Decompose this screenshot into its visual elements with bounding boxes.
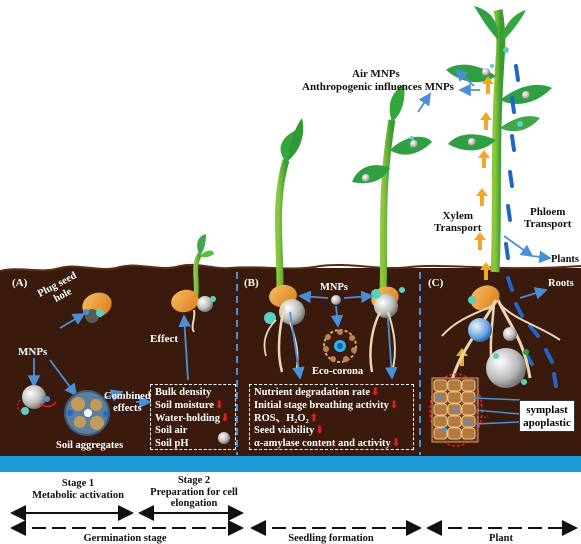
stage1-label: Stage 1 Metabolic activation bbox=[18, 478, 138, 501]
effect-item: ROS、H₂O₂⬆ bbox=[254, 413, 409, 426]
germination-stage-label: Germination stage bbox=[60, 533, 190, 544]
panel-a-effects-box: Bulk density Soil moisture⬇ Water-holdin… bbox=[150, 384, 236, 450]
effect-item: Initial stage breathing activity⬇ bbox=[254, 400, 409, 413]
seedling-formation-label: Seedling formation bbox=[266, 533, 396, 544]
water-layer bbox=[0, 456, 581, 472]
effect-label: Effect bbox=[150, 333, 178, 345]
effect-item: Soil air bbox=[155, 425, 231, 438]
panel-b-label: (B) bbox=[244, 277, 259, 289]
effect-item: Soil moisture⬇ bbox=[155, 400, 231, 413]
eco-corona-label: Eco-corona bbox=[312, 366, 363, 378]
effect-item: Nutrient degradation rate⬇ bbox=[254, 387, 409, 400]
phloem-transport-label: Phloem Transport bbox=[524, 206, 571, 230]
effect-item: Soil pH bbox=[155, 438, 231, 451]
combined-effects-label: Combined effects bbox=[104, 391, 151, 414]
symplast-apoplastic-label: symplast apoplastic bbox=[519, 400, 575, 432]
stage2-label: Stage 2 Preparation for cell elongation bbox=[134, 475, 254, 510]
anthropogenic-label: Anthropogenic influences MNPs bbox=[302, 81, 454, 93]
roots-label: Roots bbox=[548, 278, 574, 290]
effect-item: Water-holding⬇ bbox=[155, 413, 231, 426]
panel-a-mnps-label: MNPs bbox=[18, 346, 47, 358]
effect-item: Bulk density bbox=[155, 387, 231, 400]
xylem-transport-label: Xylem Transport bbox=[434, 210, 481, 234]
panel-a-label: (A) bbox=[12, 277, 27, 289]
air-mnps-label: Air MNPs bbox=[352, 68, 400, 80]
panel-c-label: (C) bbox=[428, 277, 443, 289]
panel-b-effects-box: Nutrient degradation rate⬇ Initial stage… bbox=[249, 384, 414, 450]
plants-label: Plants bbox=[551, 254, 579, 266]
soil-aggregates-label: Soil aggregates bbox=[56, 440, 123, 452]
panel-b-mnps-label: MNPs bbox=[320, 282, 348, 294]
plant-stage-label: Plant bbox=[466, 533, 536, 544]
effect-item: α-amylase content and activity⬇ bbox=[254, 438, 409, 451]
effect-item: Seed viability⬇ bbox=[254, 425, 409, 438]
